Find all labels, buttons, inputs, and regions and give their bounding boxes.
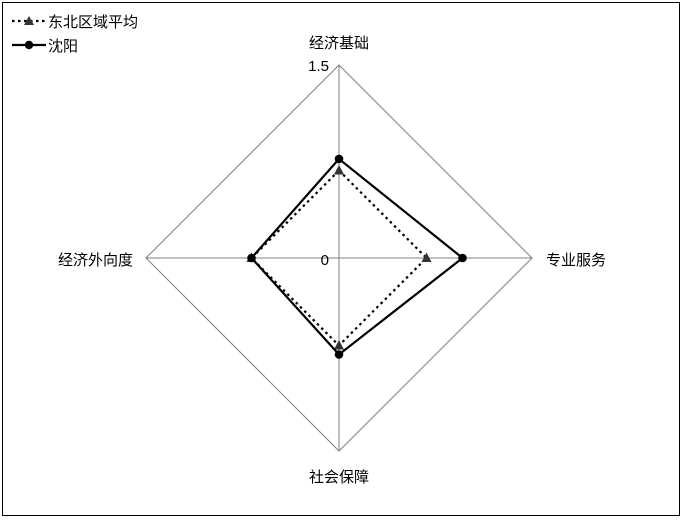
axis-label-right: 专业服务 — [546, 252, 606, 269]
legend: 东北区域平均 沈阳 — [12, 14, 138, 55]
legend-swatch-avg-marker — [24, 16, 34, 25]
data-point-shenyang-1 — [458, 253, 467, 263]
radar-grid — [145, 64, 533, 452]
data-point-shenyang-3 — [247, 253, 256, 263]
legend-item-shenyang: 沈阳 — [12, 38, 78, 55]
tick-label-zero: 0 — [321, 252, 329, 269]
legend-label-avg: 东北区域平均 — [48, 14, 138, 31]
data-point-shenyang-2 — [334, 350, 344, 359]
axis-label-bottom: 社会保障 — [309, 468, 369, 486]
legend-label-shenyang: 沈阳 — [48, 38, 78, 55]
data-point-avg-0 — [334, 165, 344, 175]
chart-frame — [2, 2, 680, 516]
legend-item-avg: 东北区域平均 — [12, 14, 138, 31]
axis-label-left: 经济外向度 — [58, 252, 133, 269]
data-point-avg-1 — [421, 252, 432, 262]
data-point-shenyang-0 — [334, 154, 344, 164]
series-layer — [246, 154, 467, 359]
axis-labels: 经济基础 专业服务 社会保障 经济外向度 1.5 0 — [58, 35, 606, 486]
legend-swatch-shenyang-marker — [24, 40, 34, 50]
axis-label-top: 经济基础 — [309, 35, 369, 52]
data-point-avg-2 — [334, 339, 344, 350]
tick-label-max: 1.5 — [308, 58, 329, 75]
